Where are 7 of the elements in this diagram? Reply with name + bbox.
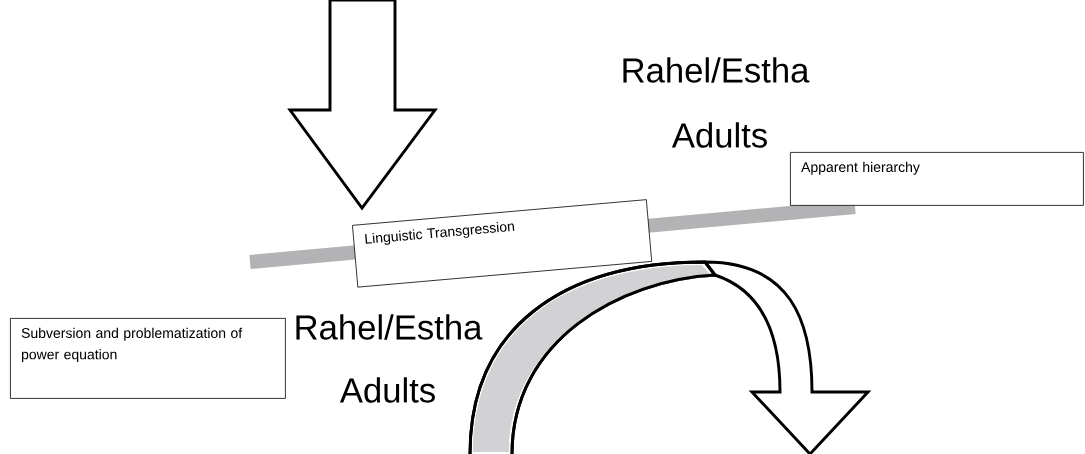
text-label: Adults bbox=[671, 122, 767, 148]
text-label: Rahel/Estha bbox=[296, 314, 483, 340]
text-box: Linguistic Transgression bbox=[352, 199, 653, 288]
text-label: Rahel/Estha bbox=[623, 57, 810, 83]
text-label: Adults bbox=[339, 377, 435, 403]
text-box: Apparent hierarchy bbox=[790, 152, 1084, 206]
text-box: Subversion and problematization of power equation bbox=[10, 318, 286, 399]
